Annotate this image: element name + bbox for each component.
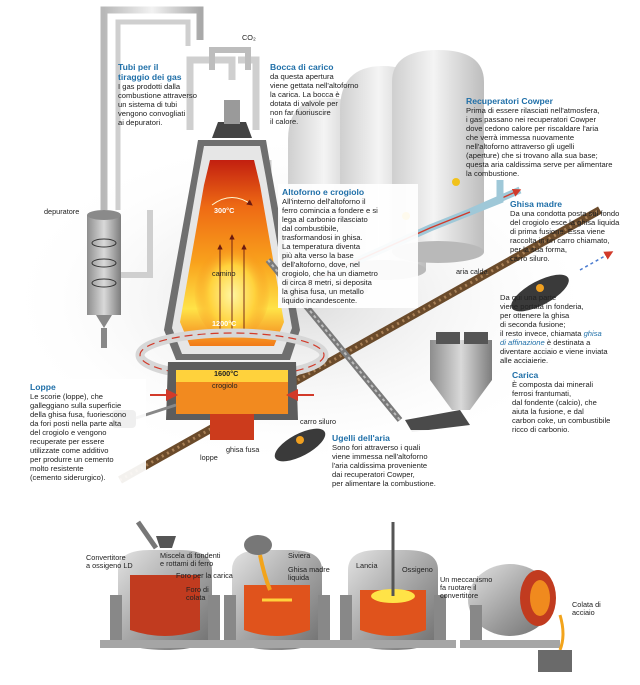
tap-hole-label-l2: colata: [186, 593, 206, 602]
charge-box: Carica È composta dai minerali ferrosi f…: [512, 370, 636, 434]
purifier-label: depuratore: [44, 207, 79, 216]
temp-1600-label: 1600°C: [214, 369, 239, 378]
cowper-body: Prima di essere rilasciati nell'atmosfer…: [466, 106, 613, 178]
purifier: [87, 210, 121, 348]
valve-yellow: [452, 178, 460, 186]
mechanism-label-l3: convertitore: [440, 591, 478, 600]
gas-pipes-box: Tubi per il tiraggio dei gas I gas prodo…: [118, 62, 238, 127]
charging-mouth-box: Bocca di carico da questa apertura viene…: [270, 62, 390, 126]
steel-casting-label-l1: Colata di: [572, 600, 601, 609]
oxygen-label: Ossigeno: [402, 565, 433, 574]
cowper-box: Recuperatori Cowper Prima di essere rila…: [466, 96, 634, 178]
iron-tap: [210, 414, 254, 440]
mother-iron-box: Ghisa madre Da una condotta posta sul fo…: [510, 199, 636, 263]
foundry-body-b: è destinata a diventare acciaio e viene …: [500, 338, 608, 365]
charging-mouth-body: da questa apertura viene gettata nell'al…: [270, 72, 359, 126]
gas-pipes-title: Tubi per il tiraggio dei gas: [118, 62, 182, 82]
foundry-box: Da qui una parte viene portata in fonder…: [500, 293, 638, 365]
molten-iron-label: ghisa fusa: [226, 445, 260, 454]
mixture-label-l2: e rottami di ferro: [160, 559, 213, 568]
liquid-iron-label-l2: liquida: [288, 573, 310, 582]
nozzles-box: Ugelli dell'aria Sono fori attraverso i …: [328, 430, 472, 491]
converter-ld-label-l1: Convertitore: [86, 553, 126, 562]
converter-4: [460, 564, 572, 672]
hot-air-label: aria calda: [456, 267, 489, 276]
slag-body: Le scorie (loppe), che galleggiano sulla…: [30, 392, 127, 482]
charge-title: Carica: [512, 370, 539, 380]
mother-iron-title: Ghisa madre: [510, 199, 563, 209]
charge-hopper: [405, 332, 492, 432]
crucible-label: crogiolo: [212, 381, 238, 390]
converter-3: [330, 522, 456, 650]
blast-furnace: [135, 100, 329, 440]
converter-2: [214, 535, 340, 650]
converter-ld-label: Convertitore a ossigeno LD: [86, 553, 133, 570]
furnace-box: Altoforno e crogiolo All'interno dell'al…: [278, 184, 418, 308]
torpedo-car-right: [511, 251, 614, 312]
charge-hole-label: Foro per la carica: [176, 571, 234, 580]
torpedo-car-center: [274, 428, 326, 462]
temp-300-label: 300°C: [214, 206, 235, 215]
foundry-body: Da qui una parte viene portata in fonder…: [500, 293, 638, 365]
steel-casting-label: Colata di acciaio: [572, 600, 603, 617]
mechanism-label-l2: fa ruotare il: [440, 583, 477, 592]
mixture-label-l1: Miscela di fondenti: [160, 551, 221, 560]
hot-air-pipe-branch: [468, 180, 504, 216]
railway: [118, 206, 602, 484]
charge-body: È composta dai minerali ferrosi frantuma…: [512, 380, 611, 434]
furnace-title: Altoforno e crogiolo: [282, 187, 365, 197]
tap-hole-label: Foro di colata: [186, 585, 211, 602]
converter-section: [60, 520, 640, 680]
furnace-body: All'interno dell'altoforno il ferro comi…: [282, 197, 378, 305]
chimney-label: camino: [212, 269, 236, 278]
co2-label: CO₂: [242, 33, 256, 42]
mother-iron-body: Da una condotta posta sul fondo del crog…: [510, 209, 620, 263]
slag-title: Loppe: [30, 382, 56, 392]
gas-pipes-body: I gas prodotti dalla combustione attrave…: [118, 82, 197, 127]
mixture-label: Miscela di fondenti e rottami di ferro: [160, 551, 222, 568]
slag-label: loppe: [200, 453, 218, 462]
torpedo-car-label: carro siluro: [300, 417, 336, 426]
cowper-title: Recuperatori Cowper: [466, 96, 553, 106]
mechanism-label-l1: Un meccanismo: [440, 575, 492, 584]
converter-ld-label-l2: a ossigeno LD: [86, 561, 133, 570]
liquid-iron-label-l1: Ghisa madre: [288, 565, 330, 574]
nozzles-body: Sono fori attraverso i quali viene immes…: [332, 443, 436, 488]
refining-iron-term: ghisa di affinazione: [500, 329, 602, 347]
charging-mouth-title: Bocca di carico: [270, 62, 334, 72]
converter-1: [100, 520, 230, 650]
lance-label: Lancia: [356, 561, 378, 570]
temp-1200-label: 1200°C: [212, 319, 237, 328]
nozzles-title: Ugelli dell'aria: [332, 433, 390, 443]
foundry-body-a: Da qui una parte viene portata in fonder…: [500, 293, 584, 338]
liquid-iron-label: Ghisa madre liquida: [288, 565, 332, 582]
tap-hole-label-l1: Foro di: [186, 585, 209, 594]
slag-box: Loppe Le scorie (loppe), che galleggiano…: [26, 379, 146, 485]
steel-casting-label-l2: acciaio: [572, 608, 595, 617]
mechanism-label: Un meccanismo fa ruotare il convertitore: [440, 575, 494, 600]
ladle-label: Siviera: [288, 551, 311, 560]
